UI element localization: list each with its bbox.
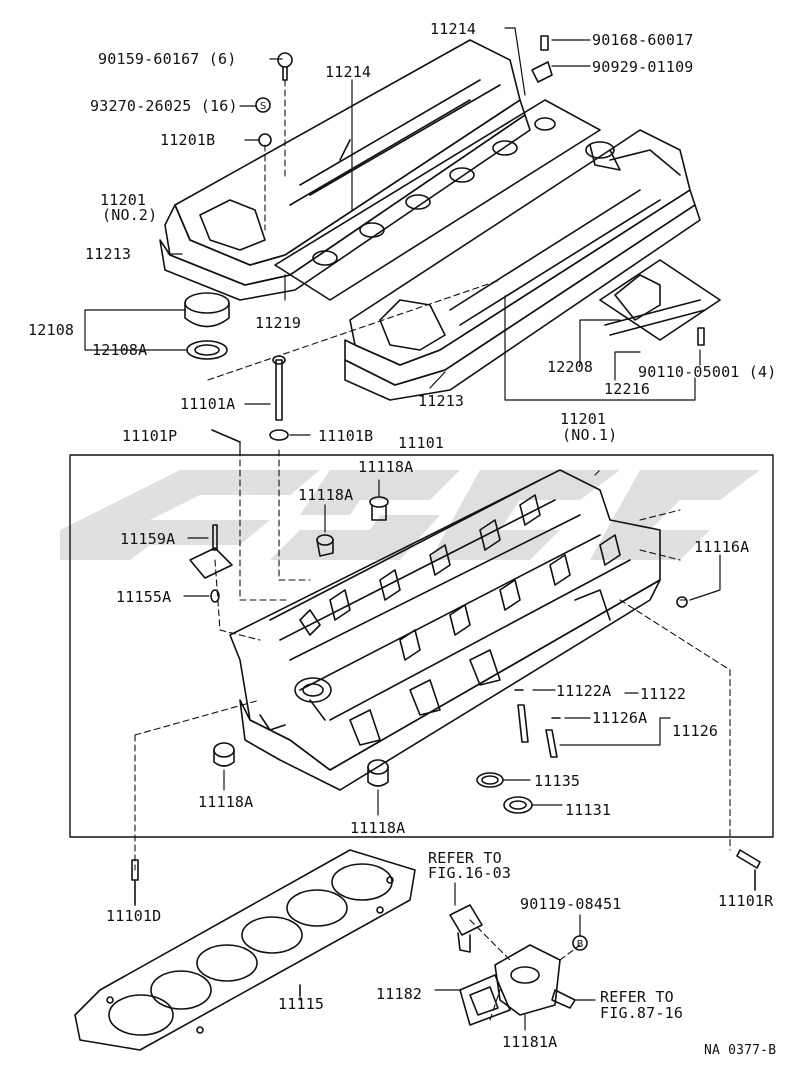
cylinder-head-cover-no1 <box>344 129 701 401</box>
cylinder-head-cover-no2 <box>159 39 531 301</box>
baffle-plate <box>599 259 721 341</box>
label-11118a-2[interactable]: 11118A <box>298 486 354 504</box>
label-11126a[interactable]: 11126A <box>592 709 648 727</box>
leader-lines-head <box>183 441 721 816</box>
label-11219[interactable]: 11219 <box>255 314 302 332</box>
label-11101p[interactable]: 11101P <box>122 427 178 445</box>
refer-fig-16-03-line1: REFER TO <box>428 849 502 867</box>
label-11115[interactable]: 11115 <box>278 995 325 1013</box>
label-11181a[interactable]: 11181A <box>502 1033 558 1051</box>
label-11101a[interactable]: 11101A <box>180 395 236 413</box>
label-90168-60017[interactable]: 90168-60017 <box>592 31 694 49</box>
cylinder-head <box>229 469 661 791</box>
studs <box>131 849 761 906</box>
label-11201b[interactable]: 11201B <box>160 131 216 149</box>
refer-fig-16-03-line2[interactable]: FIG.16-03 <box>428 864 512 882</box>
label-11122[interactable]: 11122 <box>640 685 687 703</box>
spark-plug-gasket-plate <box>274 99 601 301</box>
label-11182[interactable]: 11182 <box>376 985 423 1003</box>
watermark-logo <box>60 470 760 560</box>
label-11135[interactable]: 11135 <box>534 772 581 790</box>
label-11101r[interactable]: 11101R <box>718 892 774 910</box>
label-11213-right[interactable]: 11213 <box>418 392 465 410</box>
label-11155a[interactable]: 11155A <box>116 588 172 606</box>
label-90110-05001[interactable]: 90110-05001 (4) <box>638 363 777 381</box>
label-11101[interactable]: 11101 <box>398 434 445 452</box>
label-11131[interactable]: 11131 <box>565 801 612 819</box>
label-12108a[interactable]: 12108A <box>92 341 148 359</box>
oil-filler-cap <box>184 292 230 360</box>
label-no2: (NO.2) <box>102 206 158 224</box>
leader-lines-bottom <box>299 882 596 1031</box>
label-11122a[interactable]: 11122A <box>556 682 612 700</box>
leader-lines-upper <box>84 27 701 436</box>
label-12108[interactable]: 12108 <box>28 321 75 339</box>
label-93270-26025[interactable]: 93270-26025 (16) <box>90 97 238 115</box>
label-11101d[interactable]: 11101D <box>106 907 162 925</box>
label-11213-left[interactable]: 11213 <box>85 245 132 263</box>
head-gasket <box>74 849 416 1051</box>
label-11214-top[interactable]: 11214 <box>430 20 477 38</box>
label-12208[interactable]: 12208 <box>547 358 594 376</box>
label-11118a-3[interactable]: 11118A <box>198 793 254 811</box>
label-11116a[interactable]: 11116A <box>694 538 750 556</box>
label-11201-no1[interactable]: 11201 <box>560 410 607 428</box>
label-11101b[interactable]: 11101B <box>318 427 374 445</box>
label-90159-60167[interactable]: 90159-60167 (6) <box>98 50 237 68</box>
dashed-assembly-lines <box>134 79 731 1021</box>
s-marker: S <box>260 101 266 112</box>
label-11118a-4[interactable]: 11118A <box>350 819 406 837</box>
label-90929-01109[interactable]: 90929-01109 <box>592 58 694 76</box>
label-11159a[interactable]: 11159A <box>120 530 176 548</box>
label-11126[interactable]: 11126 <box>672 722 719 740</box>
head-assembly-frame <box>69 454 774 838</box>
refer-fig-87-16-line2[interactable]: FIG.87-16 <box>600 1004 684 1022</box>
label-11214-mid[interactable]: 11214 <box>325 63 372 81</box>
diagram-code: NA 0377-B <box>704 1043 777 1058</box>
label-no1: (NO.1) <box>562 426 618 444</box>
refer-fig-87-16-line1: REFER TO <box>600 988 674 1006</box>
label-11118a-1[interactable]: 11118A <box>358 458 414 476</box>
label-11201-no2[interactable]: 11201 <box>100 191 147 209</box>
water-outlet <box>449 904 588 1026</box>
b-marker: B <box>577 939 584 950</box>
label-90119-08451[interactable]: 90119-08451 <box>520 895 622 913</box>
label-12216[interactable]: 12216 <box>604 380 651 398</box>
